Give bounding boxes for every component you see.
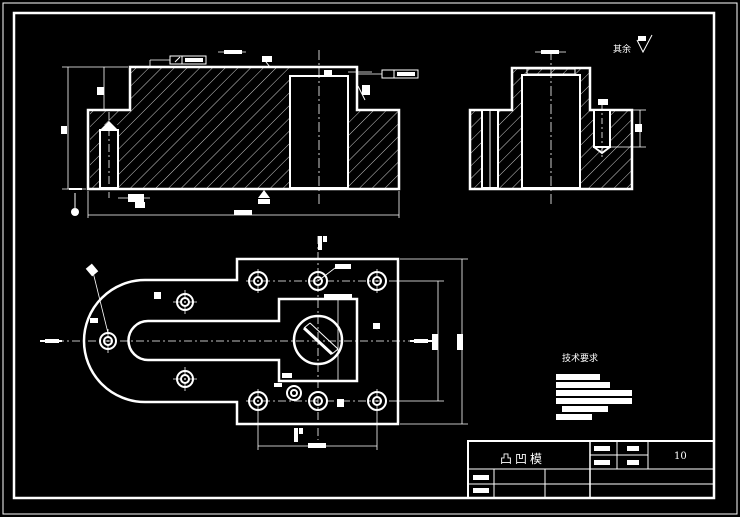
dim-length-label <box>234 210 252 215</box>
inner-frame <box>12 11 716 500</box>
front-hatch-left <box>90 68 290 188</box>
side-section-view <box>468 50 646 205</box>
plan-arrow-mark-top <box>318 236 322 250</box>
dim-height-label <box>61 126 67 134</box>
title-block <box>467 440 715 499</box>
roughness-mark <box>362 85 370 95</box>
front-hatch-right <box>348 78 398 188</box>
tech-requirements <box>556 374 632 420</box>
plan-arrow-mark-bottom <box>294 428 298 442</box>
plan-outline <box>82 257 400 426</box>
datum-circle <box>71 208 79 216</box>
datum-triangle <box>258 190 270 198</box>
front-hole-tip <box>100 121 118 130</box>
roughness-symbol-icon <box>636 34 653 54</box>
dim-step-label <box>97 87 104 95</box>
title-block-fills <box>473 446 639 493</box>
plan-centerlines <box>40 236 430 440</box>
tech-requirements-title: 技术要求 <box>562 354 599 364</box>
drawing-number: 10 <box>674 451 687 462</box>
front-section-view <box>61 50 419 218</box>
front-outline <box>86 65 401 191</box>
plan-view <box>40 236 468 450</box>
part-name: 凸凹模 <box>500 452 546 466</box>
roughness-note: 其余 <box>613 45 632 55</box>
plan-slot <box>127 297 359 383</box>
